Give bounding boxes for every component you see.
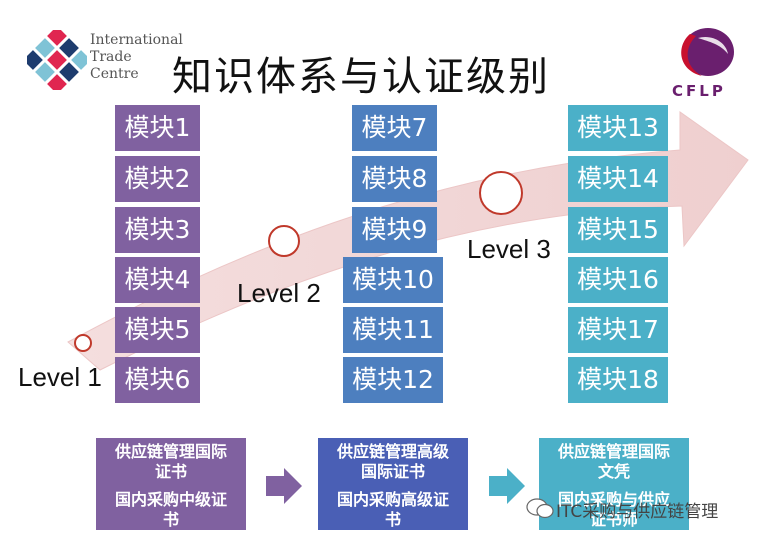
itc-logo-icon (27, 30, 87, 90)
module-box: 模块10 (343, 257, 443, 303)
module-box: 模块8 (352, 156, 437, 202)
module-box: 模块2 (115, 156, 200, 202)
chat-bubble-icon (526, 498, 554, 519)
level-2-label: Level 2 (237, 278, 321, 308)
module-box: 模块4 (115, 257, 200, 303)
cert-line: 文凭 (597, 462, 630, 481)
itc-logo-line: Trade (90, 49, 132, 65)
module-box: 模块12 (343, 357, 443, 403)
module-box: 模块11 (343, 307, 443, 353)
certificate-level-3: 供应链管理国际 文凭 国内采购与供应 证书师 (539, 438, 689, 530)
module-box: 模块1 (115, 105, 200, 151)
cert-line: 国际证书 (360, 462, 425, 481)
level1-node (74, 334, 92, 352)
level2-node (268, 225, 300, 257)
itc-logo-line: International (90, 32, 183, 48)
cert-line: 书 (162, 510, 179, 529)
module-box: 模块13 (568, 105, 668, 151)
itc-logo-line: Centre (90, 66, 139, 82)
cflp-logo-text: CFLP (672, 82, 726, 100)
page-title: 知识体系与认证级别 (172, 54, 550, 100)
module-box: 模块7 (352, 105, 437, 151)
cert-line: 书 (384, 510, 401, 529)
module-box: 模块6 (115, 357, 200, 403)
module-box: 模块9 (352, 207, 437, 253)
cert-line: 供应链管理国际 (114, 442, 227, 461)
cert-line: 供应链管理高级 (336, 442, 449, 461)
cert-line: 供应链管理国际 (557, 442, 670, 461)
arrow-right-icon (489, 468, 525, 504)
cert-line: 证书 (154, 462, 187, 481)
cflp-logo-icon (681, 28, 734, 76)
module-box: 模块5 (115, 307, 200, 353)
module-box: 模块16 (568, 257, 668, 303)
cert-line: 国内采购中级证 (114, 490, 227, 509)
cert-line: 国内采购与供应 (557, 490, 670, 509)
module-box: 模块15 (568, 207, 668, 253)
module-box: 模块18 (568, 357, 668, 403)
watermark-text: ITC采购与供应链管理 (556, 502, 719, 522)
certificate-level-1: 供应链管理国际 证书 国内采购中级证 书 (96, 438, 246, 530)
level-1-label: Level 1 (18, 362, 102, 392)
cert-line: 国内采购高级证 (336, 490, 449, 509)
certificate-level-2: 供应链管理高级 国际证书 国内采购高级证 书 (318, 438, 468, 530)
level-3-label: Level 3 (467, 234, 551, 264)
arrow-right-icon (266, 468, 302, 504)
module-box: 模块17 (568, 307, 668, 353)
module-box: 模块14 (568, 156, 668, 202)
module-box: 模块3 (115, 207, 200, 253)
itc-logo-text: International Trade Centre (90, 32, 183, 83)
level3-node (479, 171, 523, 215)
cert-line: 证书师 (589, 510, 638, 529)
